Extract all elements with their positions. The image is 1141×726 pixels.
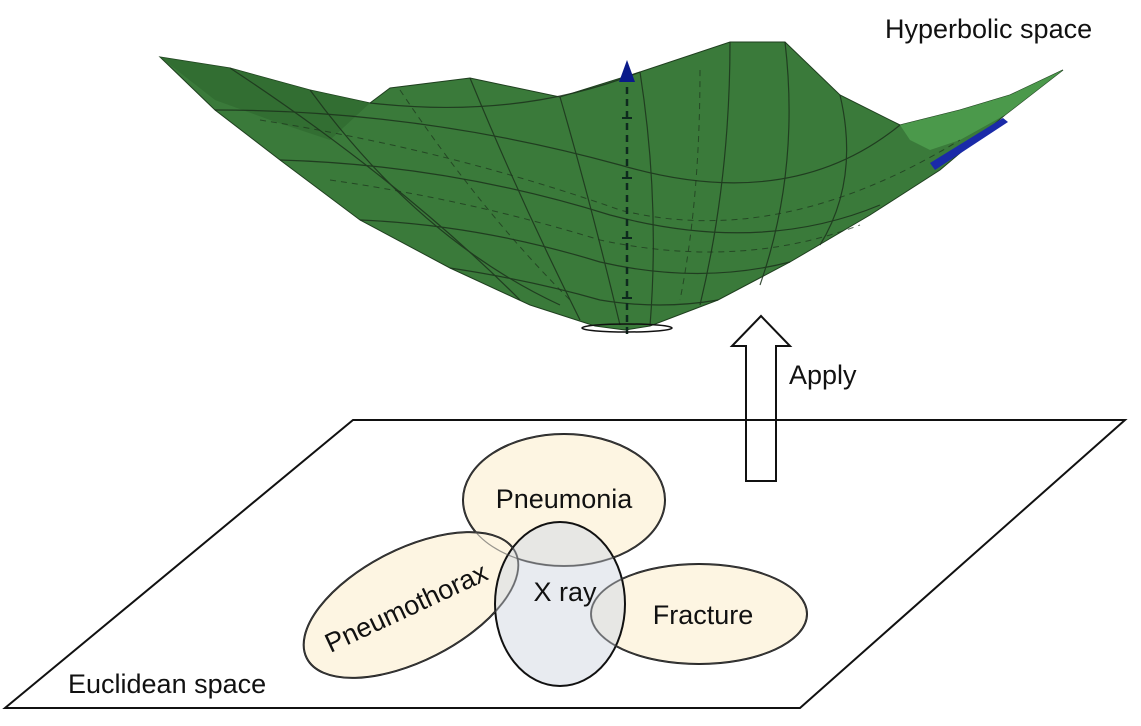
- surface-grid: [214, 41, 901, 327]
- apply-label: Apply: [789, 360, 857, 390]
- surface-shade: [160, 57, 370, 140]
- pneumonia-label: Pneumonia: [496, 484, 634, 514]
- xray-label: X ray: [533, 577, 597, 607]
- surface-grid-hidden: [259, 69, 961, 301]
- euclidean-space-label: Euclidean space: [68, 669, 266, 699]
- surface-rim-light: [900, 70, 1063, 150]
- concept-ellipses: [302, 433, 808, 687]
- fracture-label: Fracture: [653, 600, 754, 630]
- up-arrow-icon: [729, 314, 793, 482]
- surface-body: [158, 41, 1064, 331]
- pneumothorax-outline-overlay: [303, 531, 519, 679]
- hyperbolic-space-label: Hyperbolic space: [885, 14, 1092, 44]
- surface-blue-edge: [930, 118, 1008, 170]
- axis-arrow-icon: [619, 60, 635, 82]
- euclidean-plane: [2, 419, 1128, 709]
- z-axis: [619, 60, 635, 334]
- fracture-outline-overlay: [590, 563, 808, 665]
- pneumonia-outline-overlay: [462, 433, 666, 567]
- apply-arrow: [729, 314, 793, 482]
- hyperbolic-surface: [158, 41, 1064, 334]
- surface-origin-ring: [581, 323, 673, 333]
